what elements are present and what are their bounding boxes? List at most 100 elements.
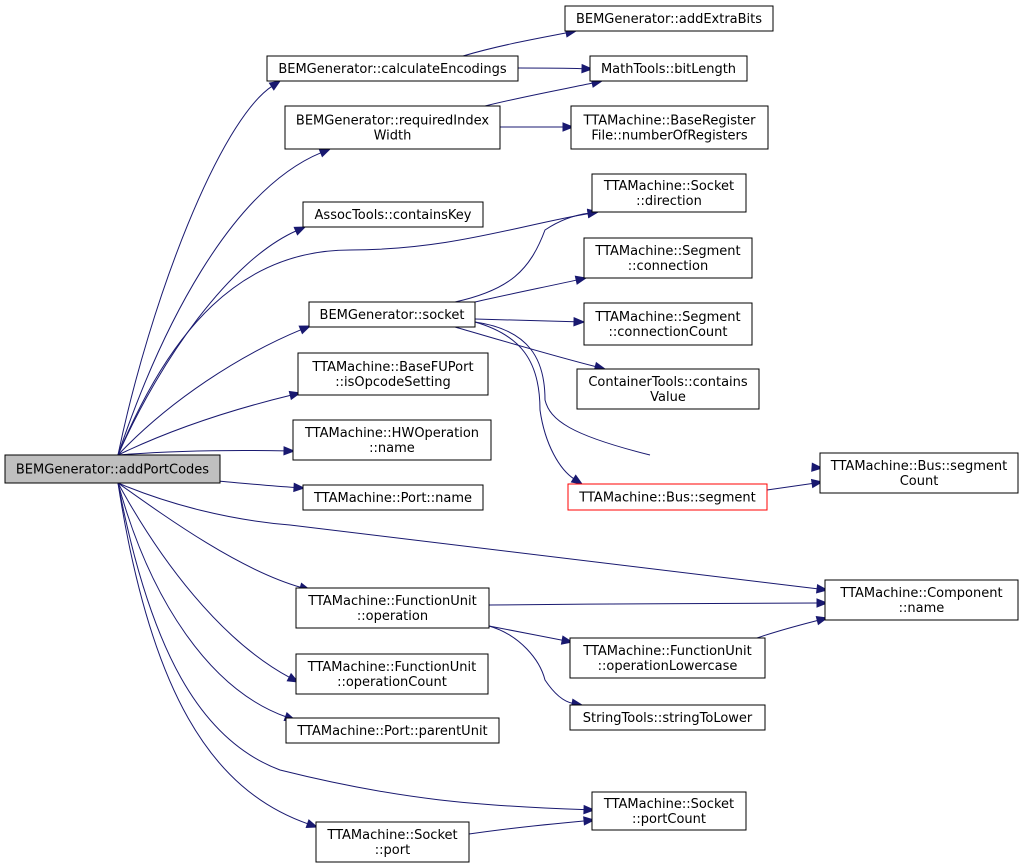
node-box — [569, 704, 766, 731]
arrowhead-icon — [286, 672, 300, 683]
node-sockPort[interactable]: TTAMachine::Socket::port — [315, 821, 470, 863]
node-label: TTAMachine::Bus::segment — [830, 459, 1007, 474]
node-strLower[interactable]: StringTools::stringToLower — [569, 704, 766, 731]
edge-line — [217, 480, 296, 488]
node-fuOp[interactable]: TTAMachine::FunctionUnit::operation — [295, 587, 490, 629]
edge-line — [488, 602, 819, 606]
node-box — [302, 201, 484, 228]
edge-line — [474, 318, 576, 323]
edge-line — [517, 67, 584, 70]
node-bitLength[interactable]: MathTools::bitLength — [589, 55, 748, 82]
node-fuOpCount[interactable]: TTAMachine::FunctionUnit::operationCount — [295, 653, 489, 695]
edge-line — [117, 449, 286, 456]
edge-root-to-parentUnit — [117, 482, 297, 721]
edge-line — [488, 625, 564, 641]
node-label: MathTools::bitLength — [601, 62, 736, 77]
node-compName[interactable]: TTAMachine::Component::name — [824, 579, 1019, 621]
arrowhead-icon — [573, 316, 586, 327]
arrowhead-icon — [583, 804, 596, 815]
arrowhead-icon — [811, 462, 824, 472]
edge-line — [117, 212, 590, 456]
edge-line — [484, 82, 594, 107]
node-box — [295, 653, 489, 695]
node-label: ::operationCount — [337, 675, 447, 690]
node-label: TTAMachine::Port::name — [313, 491, 472, 506]
node-label: TTAMachine::Socket — [603, 797, 734, 812]
node-label: TTAMachine::BaseRegister — [583, 114, 757, 129]
edge-root-to-sockDir — [117, 209, 600, 456]
node-label: StringTools::stringToLower — [583, 711, 753, 726]
edge-line — [756, 619, 819, 639]
edge-line — [454, 212, 590, 303]
edge-line — [117, 482, 586, 811]
edge-root-to-fuOpCount — [117, 482, 300, 683]
node-segConn[interactable]: TTAMachine::Segment::connection — [583, 237, 753, 279]
arrowhead-icon — [268, 80, 282, 91]
arrowhead-icon — [288, 390, 302, 401]
node-box — [285, 717, 500, 744]
edge-line — [474, 279, 578, 303]
node-label: Count — [900, 474, 939, 489]
edge-line — [117, 482, 287, 718]
node-addExtra[interactable]: BEMGenerator::addExtraBits — [564, 5, 774, 32]
edge-line — [117, 482, 302, 589]
arrowhead-icon — [283, 446, 296, 456]
edge-root-to-reqIdx — [117, 148, 332, 456]
edge-bemSocket-to-segConn — [474, 275, 588, 303]
node-box — [295, 587, 490, 629]
node-calcEnc[interactable]: BEMGenerator::calculateEncodings — [266, 55, 519, 82]
node-busSeg[interactable]: TTAMachine::Bus::segment — [567, 483, 768, 511]
node-label: ::connectionCount — [609, 325, 728, 340]
arrowhead-icon — [318, 148, 332, 158]
node-label: TTAMachine::Bus::segment — [578, 491, 755, 506]
node-box — [824, 579, 1019, 621]
node-box — [4, 454, 221, 484]
node-label: ::portCount — [632, 812, 706, 827]
node-box — [591, 173, 747, 213]
node-sockDir[interactable]: TTAMachine::Socket::direction — [591, 173, 747, 213]
node-fuOpLower[interactable]: TTAMachine::FunctionUnit::operationLower… — [569, 637, 766, 679]
node-label: ::connection — [628, 259, 708, 274]
node-label: TTAMachine::Port::parentUnit — [296, 724, 487, 739]
edge-busSeg-to-busSegCount — [766, 478, 824, 491]
edge-line — [117, 394, 292, 456]
node-box — [591, 791, 747, 831]
node-box — [576, 368, 760, 410]
node-box — [564, 5, 774, 32]
edge-line — [117, 151, 322, 456]
arrowhead-icon — [293, 482, 306, 493]
node-parentUnit[interactable]: TTAMachine::Port::parentUnit — [285, 717, 500, 744]
edge-root-to-hwName — [117, 446, 296, 456]
node-portCount[interactable]: TTAMachine::Socket::portCount — [591, 791, 747, 831]
edge-root-to-sockPort — [117, 482, 319, 829]
node-box — [297, 352, 489, 396]
node-label: TTAMachine::Component — [839, 586, 1002, 601]
node-hwName[interactable]: TTAMachine::HWOperation::name — [292, 419, 492, 461]
node-label: BEMGenerator::addPortCodes — [16, 463, 209, 478]
edge-fuOp-to-fuOpLower — [488, 625, 574, 645]
arrowhead-icon — [298, 325, 312, 335]
node-box — [583, 302, 753, 346]
node-containsKey[interactable]: AssocTools::containsKey — [302, 201, 484, 228]
node-label: ::port — [375, 843, 410, 858]
arrowhead-icon — [815, 616, 829, 626]
arrowhead-icon — [560, 635, 574, 645]
node-box — [583, 237, 753, 279]
node-label: TTAMachine::FunctionUnit — [307, 660, 476, 675]
node-label: BEMGenerator::addExtraBits — [576, 12, 762, 27]
node-label: ::name — [369, 441, 415, 456]
node-box — [284, 105, 501, 150]
node-box — [589, 55, 748, 82]
node-portName[interactable]: TTAMachine::Port::name — [302, 484, 484, 511]
node-bemSocket[interactable]: BEMGenerator::socket — [308, 301, 476, 328]
node-segConnCount[interactable]: TTAMachine::Segment::connectionCount — [583, 302, 753, 346]
edge-fuOp-to-strLower — [488, 625, 584, 708]
node-opcode[interactable]: TTAMachine::BaseFUPort::isOpcodeSetting — [297, 352, 489, 396]
node-root[interactable]: BEMGenerator::addPortCodes — [4, 454, 221, 484]
node-label: AssocTools::containsKey — [315, 208, 472, 223]
node-numRegs[interactable]: TTAMachine::BaseRegisterFile::numberOfRe… — [570, 105, 769, 150]
